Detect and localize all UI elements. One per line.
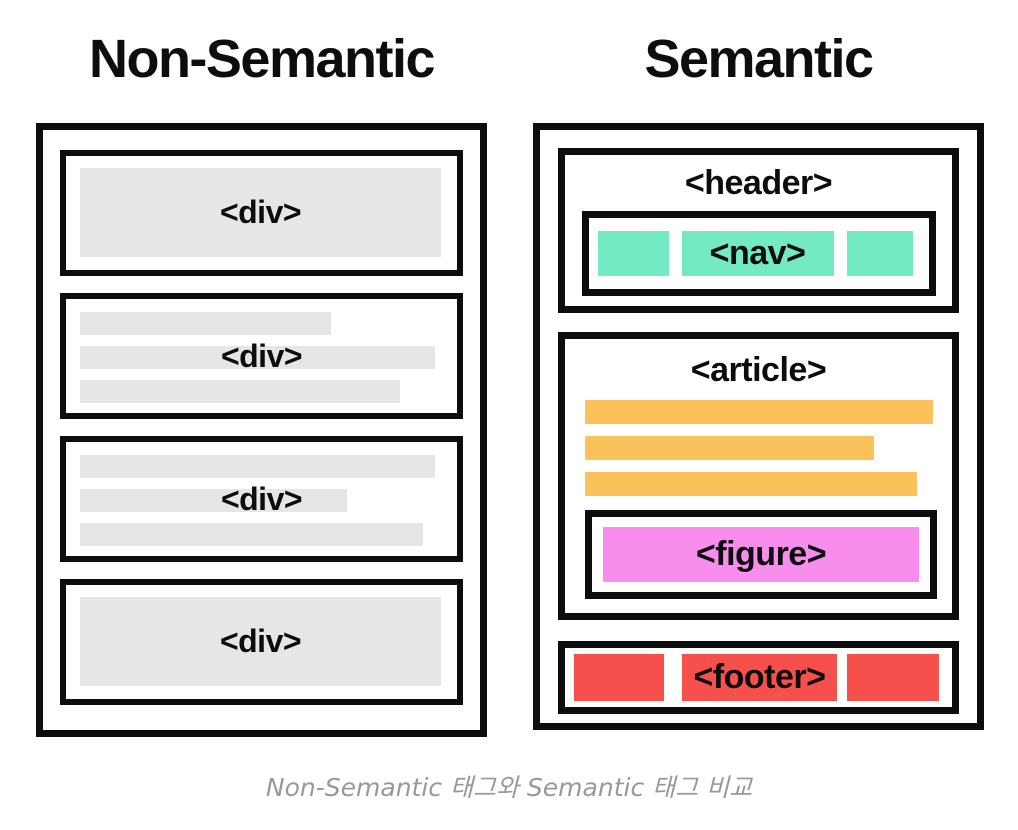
div-box-4: <div>	[60, 579, 463, 705]
nav-tag-label: <nav>	[709, 234, 806, 272]
footer-item-block	[574, 654, 664, 701]
article-text-bar	[585, 436, 874, 460]
figure-image-block: <figure>	[603, 527, 919, 582]
nav-item-block	[597, 231, 669, 276]
figure-tag-label: <figure>	[695, 535, 827, 573]
text-placeholder-bar	[80, 455, 435, 478]
text-placeholder-bar	[80, 523, 423, 546]
article-box: <article> <figure>	[558, 332, 959, 620]
div-tag-label: <div>	[219, 194, 302, 230]
text-placeholder-bar	[80, 380, 400, 403]
figure-box: <figure>	[585, 510, 937, 599]
diagram-caption: Non-Semantic 태그와 Semantic 태그 비교	[265, 773, 753, 802]
nav-box: <nav>	[581, 211, 936, 296]
non-semantic-stack: <div> <div> <div>	[60, 150, 463, 705]
text-placeholder-bar	[80, 346, 435, 369]
article-text-bar	[585, 472, 917, 496]
footer-box: <footer>	[558, 641, 959, 714]
text-placeholder-bar	[80, 312, 331, 335]
nav-item-block	[846, 231, 913, 276]
semantic-panel: <header> <nav> <article> <figure>	[533, 123, 984, 730]
div-placeholder-block: <div>	[80, 168, 441, 257]
div-placeholder-block: <div>	[80, 597, 441, 686]
footer-item-block: <footer>	[682, 654, 837, 701]
article-tag-label: <article>	[690, 351, 827, 389]
non-semantic-title: Non-Semantic	[88, 29, 436, 89]
header-tag-label: <header>	[684, 164, 833, 202]
div-box-3: <div>	[60, 436, 463, 562]
semantic-title: Semantic	[644, 29, 874, 89]
div-tag-label: <div>	[219, 623, 302, 659]
text-placeholder-bar	[80, 489, 347, 512]
nav-item-block: <nav>	[681, 231, 834, 276]
header-box: <header> <nav>	[558, 148, 959, 313]
non-semantic-panel: <div> <div> <div>	[36, 123, 487, 737]
footer-tag-label: <footer>	[693, 658, 826, 696]
header-label-row: <header>	[565, 155, 952, 209]
div-box-2: <div>	[60, 293, 463, 419]
footer-item-block	[847, 654, 939, 701]
article-label-row: <article>	[585, 339, 952, 400]
article-text-bar	[585, 400, 933, 424]
div-box-1: <div>	[60, 150, 463, 276]
